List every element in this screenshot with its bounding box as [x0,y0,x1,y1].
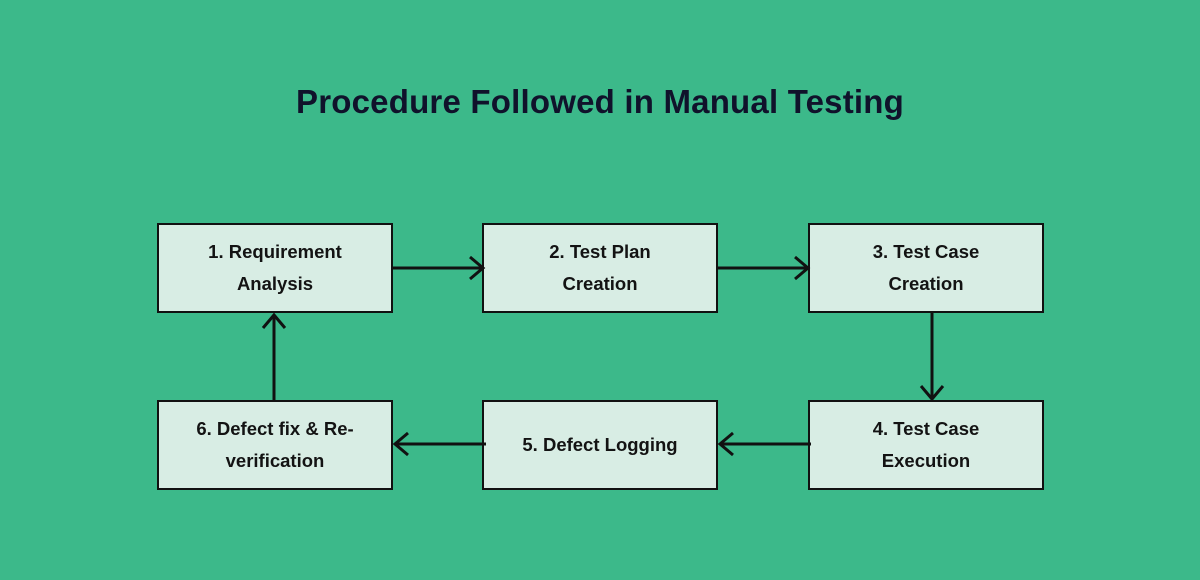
flow-node-3-line2: Creation [888,273,964,294]
flow-node-5-text: 5. Defect Logging [494,429,706,461]
arrow-node1-to-node2 [392,255,486,281]
flow-node-defect-fix-reverification[interactable]: 6. Defect fix & Re-verification [157,400,393,490]
flow-node-5-line1: 5. Defect Logging [522,434,678,456]
flow-node-6-text: 6. Defect fix & Re-verification [169,413,381,477]
flow-node-defect-logging[interactable]: 5. Defect Logging [482,400,718,490]
flow-node-1-line2: Analysis [236,273,314,294]
flow-node-6-line2: verification [225,450,325,471]
flow-node-1-line1: 1. Requirement [208,241,342,263]
page-title: Procedure Followed in Manual Testing [296,83,904,120]
flow-node-4-line1: 4. Test Case [872,418,980,440]
flow-node-2-line1: 2. Test Plan [549,241,651,263]
flow-node-3-line1: 3. Test Case [872,241,980,263]
arrow-node2-to-node3 [717,255,811,281]
flow-node-2-line2: Creation [562,273,638,294]
flow-node-6-line1: 6. Defect fix & Re- [196,418,354,440]
flow-node-4-line2: Execution [881,450,971,471]
arrow-node5-to-node6 [392,431,486,457]
arrow-node3-to-node4 [919,312,945,402]
arrow-node4-to-node5 [717,431,811,457]
arrow-node6-to-node1 [261,312,287,402]
